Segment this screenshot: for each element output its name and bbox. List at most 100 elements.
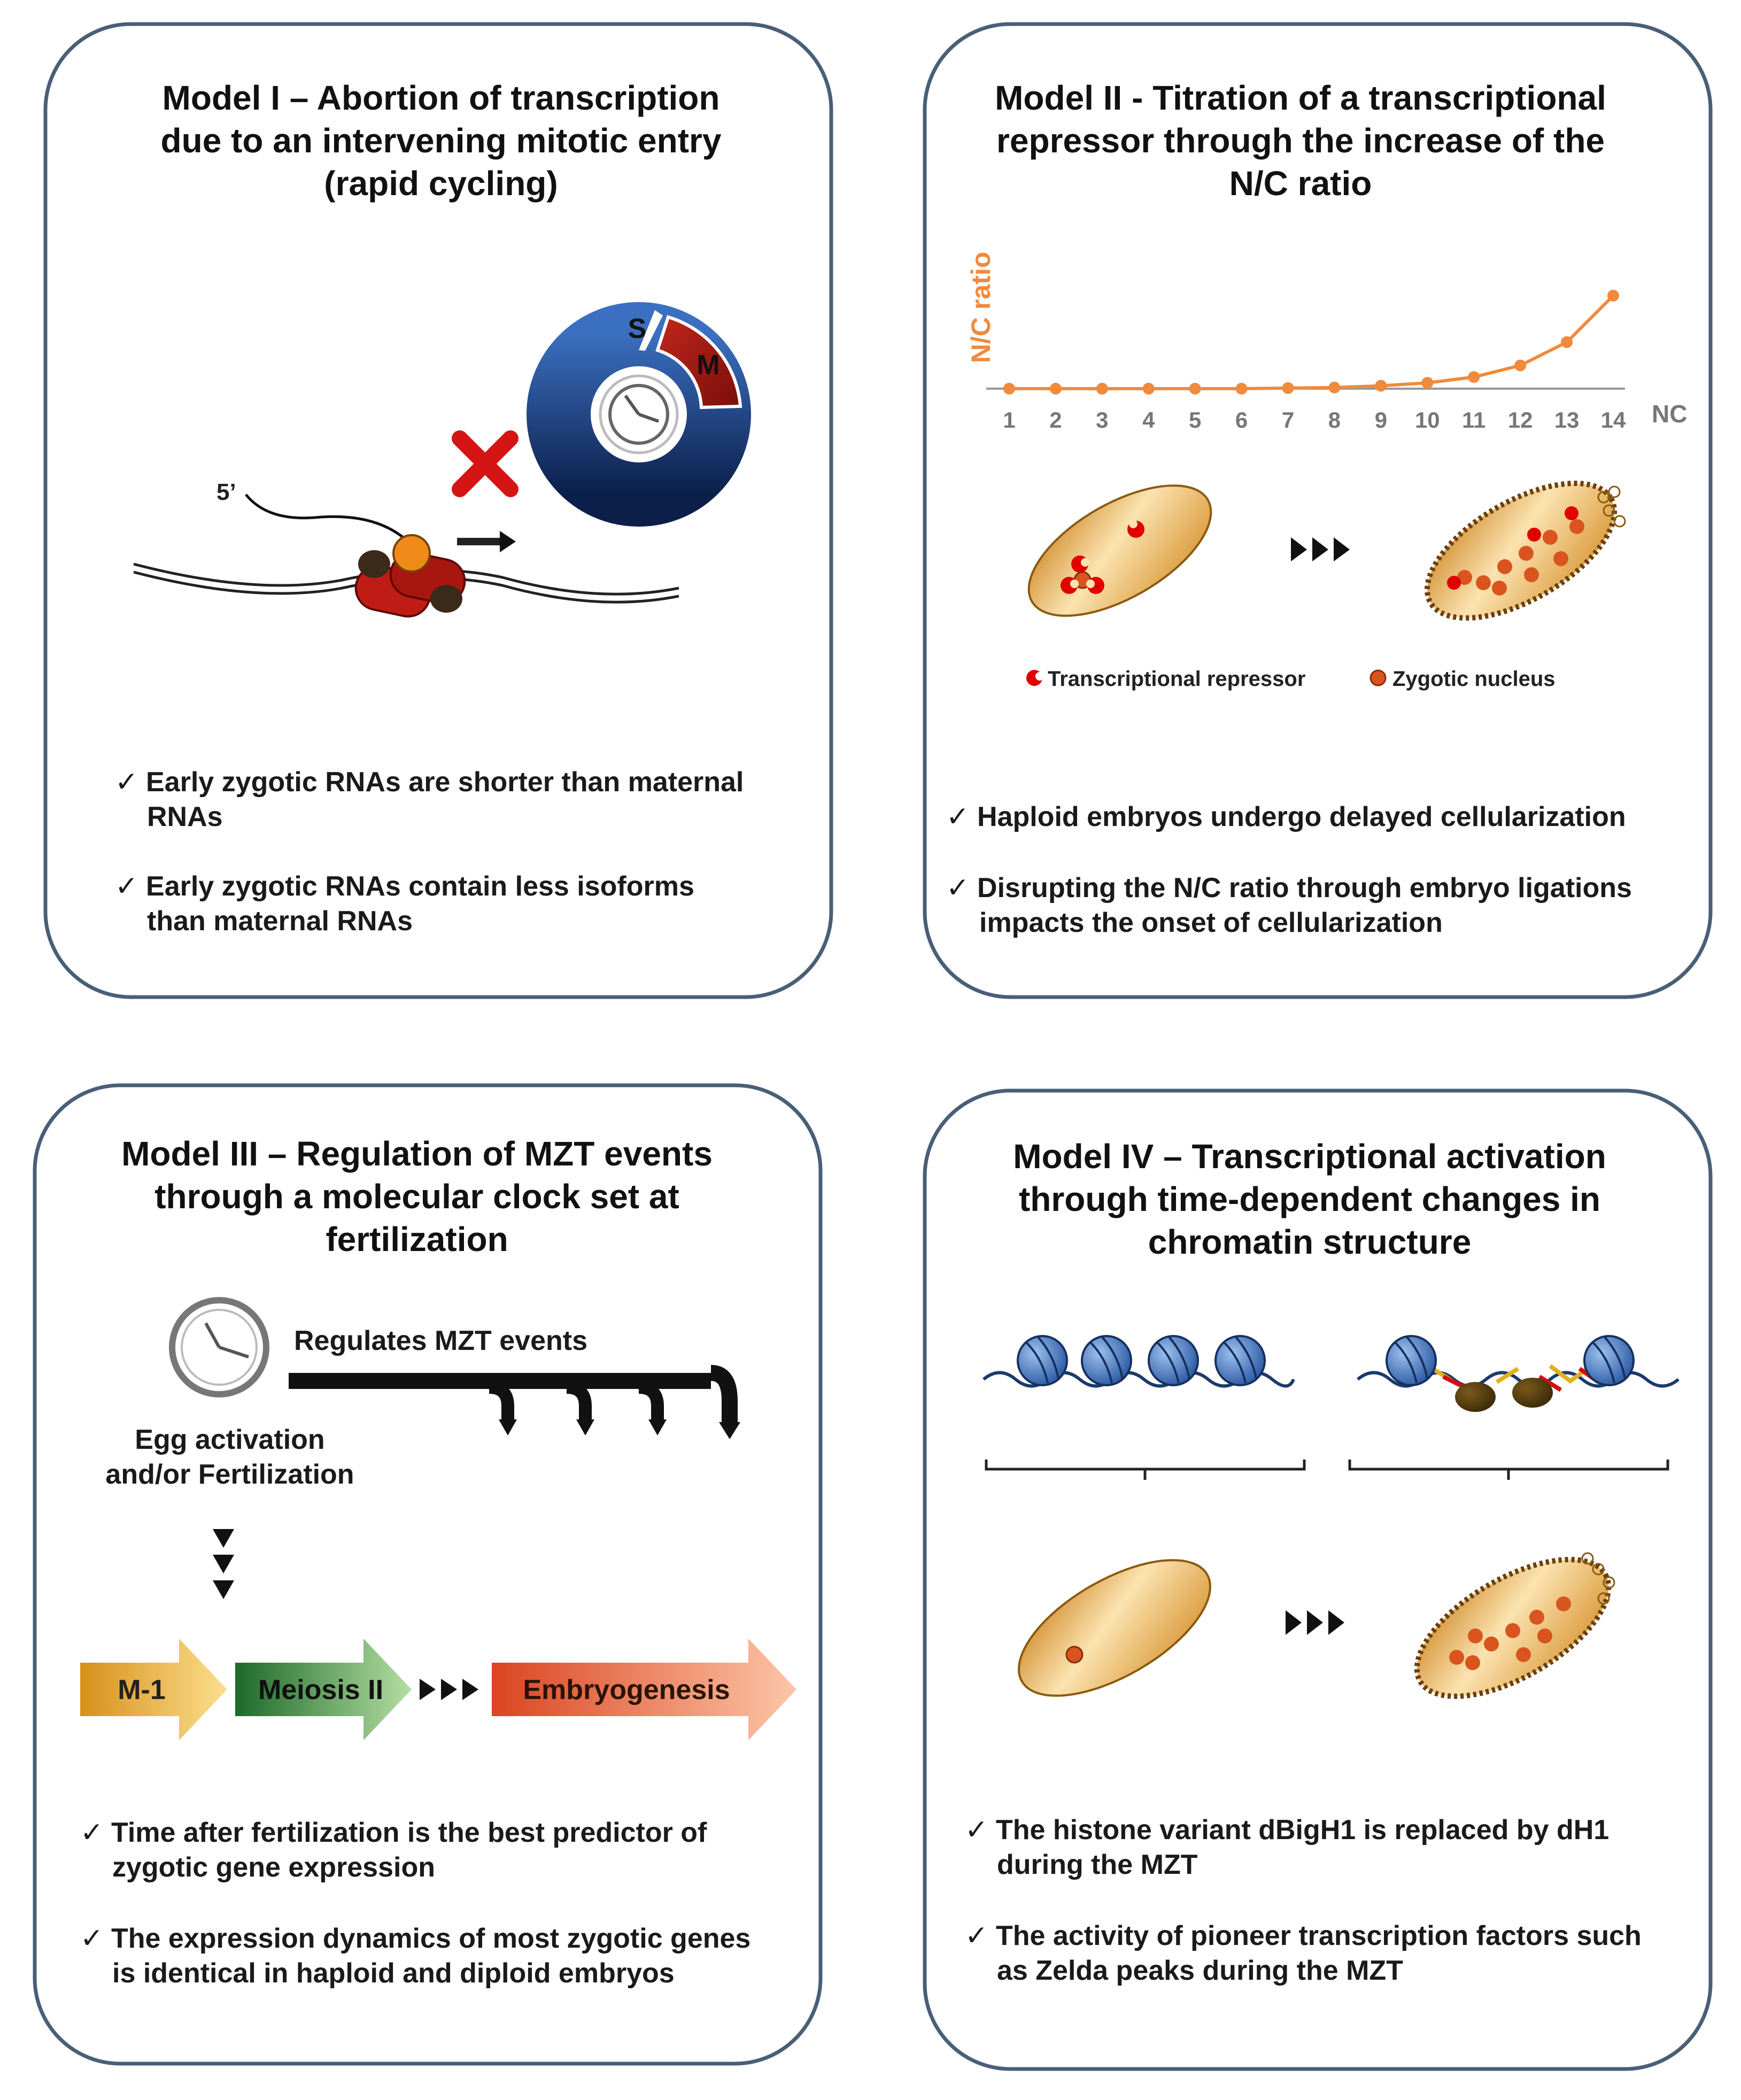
brace-compact bbox=[985, 1460, 1306, 1480]
phase-m-label: M bbox=[697, 350, 719, 381]
m-phase-segment bbox=[655, 315, 742, 410]
repressor-icon bbox=[1071, 555, 1089, 573]
chart-series-line bbox=[1009, 294, 1615, 390]
clock-icon bbox=[169, 1297, 269, 1398]
nucleosome-icon bbox=[1081, 1335, 1132, 1386]
chart-point-nc-8 bbox=[1328, 381, 1341, 393]
panel-4-bullet-2-line-2: as Zelda peaks during the MZT bbox=[997, 1955, 1403, 1986]
legend-nucleus: Zygotic nucleus bbox=[1369, 667, 1556, 691]
panel-3-bullet-1-line-2: zygotic gene expression bbox=[112, 1852, 435, 1883]
chart-tick-label: 1 bbox=[1003, 407, 1015, 433]
chart-tick-label: 2 bbox=[1049, 407, 1062, 433]
nucleosome-icon bbox=[1386, 1335, 1437, 1386]
stage-arrow-embryogenesis: Embryogenesis bbox=[492, 1639, 796, 1740]
chart-tick-label: 10 bbox=[1415, 407, 1440, 433]
down-hook-icon bbox=[566, 1381, 594, 1435]
embryo-late bbox=[1414, 1552, 1615, 1699]
chart-point-nc-2 bbox=[1049, 383, 1062, 395]
pioneer-factor-icon bbox=[1455, 1382, 1496, 1412]
panel-1-bullet-1-line-2: RNAs bbox=[147, 801, 223, 832]
repressor-icon bbox=[1127, 520, 1144, 538]
stage-m1-label: M-1 bbox=[118, 1674, 166, 1705]
panel-1-title-line-1: Model I – Abortion of transcription bbox=[163, 79, 720, 117]
five-prime-label: 5’ bbox=[216, 479, 236, 505]
pioneer-factor-icon bbox=[1512, 1378, 1553, 1408]
nucleosome-icon bbox=[1214, 1335, 1266, 1386]
panel-3-bullet-2-line-1: ✓ The expression dynamics of most zygoti… bbox=[80, 1923, 750, 1954]
panel-model-3: Model III – Regulation of MZT events thr… bbox=[33, 1083, 823, 2066]
stage-arrow-meiosis: Meiosis II bbox=[235, 1639, 412, 1740]
panel-4-bullet-1-line-1: ✓ The histone variant dBigH1 is replaced… bbox=[965, 1815, 1609, 1846]
chart-point-nc-3 bbox=[1096, 383, 1108, 395]
chart-tick-label: 11 bbox=[1462, 407, 1485, 433]
progression-arrows-icon bbox=[420, 1679, 478, 1700]
cell-cycle-ring: S M bbox=[527, 302, 751, 527]
embryo-late bbox=[1424, 481, 1626, 621]
chart-tick-label: 7 bbox=[1282, 407, 1294, 433]
rna-polymerase bbox=[354, 534, 466, 618]
repressor-icon bbox=[1061, 577, 1079, 594]
nucleosome-icon bbox=[1148, 1335, 1199, 1386]
panel-2-title-line-1: Model II - Titration of a transcriptiona… bbox=[995, 79, 1606, 117]
progression-arrows-icon bbox=[1291, 537, 1350, 561]
chart-point-nc-9 bbox=[1375, 380, 1387, 392]
panel-4-frame bbox=[923, 1088, 1713, 2071]
nucleosome-icon bbox=[1017, 1335, 1068, 1386]
chart-point-nc-13 bbox=[1561, 336, 1573, 348]
chart-x-label: NC bbox=[1652, 400, 1687, 428]
embryo-early bbox=[1018, 1559, 1211, 1697]
down-hook-icon bbox=[638, 1381, 667, 1435]
down-arrows-icon bbox=[213, 1529, 234, 1599]
panel-model-2: Model II - Titration of a transcriptiona… bbox=[923, 22, 1713, 999]
mzt-timeline-arrow bbox=[289, 1365, 740, 1439]
panel-3-bullet-1-line-1: ✓ Time after fertilization is the best p… bbox=[80, 1817, 707, 1848]
panel-1-frame bbox=[43, 22, 833, 999]
legend-repressor-label: Transcriptional repressor bbox=[1048, 667, 1305, 691]
chart-y-label: N/C ratio bbox=[966, 252, 996, 363]
chart-point-nc-12 bbox=[1514, 359, 1527, 372]
panel-4-title-line-3: chromatin structure bbox=[1148, 1223, 1472, 1261]
chart-tick-label: 4 bbox=[1142, 407, 1155, 433]
down-hook-icon bbox=[489, 1381, 517, 1435]
nascent-rna bbox=[245, 493, 407, 541]
egg-activation-line-2: and/or Fertilization bbox=[105, 1459, 354, 1490]
panel-1-title-line-2: due to an intervening mitotic entry bbox=[161, 121, 722, 160]
chromatin-compact bbox=[982, 1335, 1295, 1388]
embryo-early bbox=[1027, 484, 1212, 617]
chromatin-open bbox=[1357, 1335, 1680, 1412]
stage-arrow-m1: M-1 bbox=[80, 1639, 227, 1740]
egg-activation-line-1: Egg activation bbox=[135, 1424, 324, 1455]
repressor-icon bbox=[1026, 670, 1044, 686]
panel-1-bullet-1-line-1: ✓ Early zygotic RNAs are shorter than ma… bbox=[115, 767, 744, 798]
direction-arrow-icon bbox=[457, 531, 516, 552]
panel-2-title-line-3: N/C ratio bbox=[1229, 164, 1372, 203]
clock-icon bbox=[599, 374, 679, 454]
panel-1-bullet-2-line-1: ✓ Early zygotic RNAs contain less isofor… bbox=[115, 871, 694, 902]
chart-point-nc-14 bbox=[1607, 290, 1619, 302]
panel-2-bullet-2-line-1: ✓ Disrupting the N/C ratio through embry… bbox=[946, 873, 1632, 904]
panel-3-title-line-2: through a molecular clock set at bbox=[154, 1177, 679, 1216]
chart-tick-label: 6 bbox=[1235, 407, 1248, 433]
panel-3-title-line-3: fertilization bbox=[326, 1220, 508, 1259]
chart-point-nc-10 bbox=[1421, 377, 1434, 389]
brace-open bbox=[1348, 1460, 1669, 1480]
abort-x-icon bbox=[452, 430, 519, 497]
chart-tick-label: 9 bbox=[1375, 407, 1387, 433]
panel-1-bullet-2-line-2: than maternal RNAs bbox=[147, 906, 413, 937]
nucleus-icon bbox=[1369, 669, 1387, 686]
chart-point-nc-11 bbox=[1468, 371, 1480, 383]
legend-nucleus-label: Zygotic nucleus bbox=[1392, 667, 1556, 691]
regulates-mzt-label: Regulates MZT events bbox=[294, 1325, 587, 1356]
panel-3-bullet-2-line-2: is identical in haploid and diploid embr… bbox=[112, 1958, 675, 1989]
repressor-icon bbox=[1086, 577, 1104, 594]
panel-4-bullet-2-line-1: ✓ The activity of pioneer transcription … bbox=[965, 1920, 1642, 1951]
chart-tick-label: 12 bbox=[1508, 407, 1533, 433]
panel-2-bullet-1-line-1: ✓ Haploid embryos undergo delayed cellul… bbox=[946, 801, 1626, 832]
chart-point-nc-5 bbox=[1189, 383, 1201, 395]
nucleosome-icon bbox=[1583, 1335, 1635, 1386]
chart-tick-label: 14 bbox=[1601, 407, 1626, 433]
panel-model-1: Model I – Abortion of transcription due … bbox=[43, 22, 833, 999]
panel-4-title-line-1: Model IV – Transcriptional activation bbox=[1013, 1137, 1606, 1176]
phase-s-label: S bbox=[628, 313, 647, 344]
